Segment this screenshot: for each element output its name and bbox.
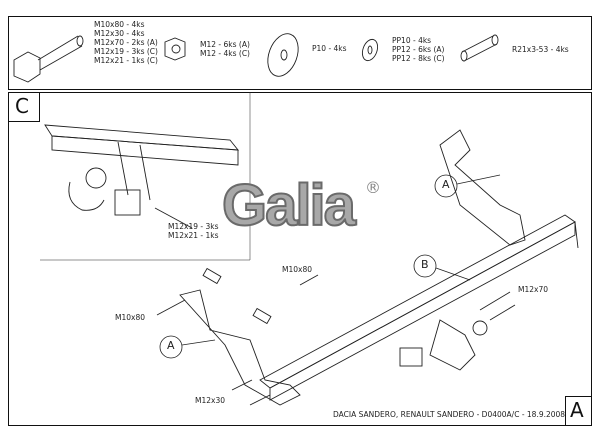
registered-mark: ® [365,178,381,197]
bubble-a-left: A [167,339,175,352]
callout-text: M12x21 - 1ks [168,231,219,240]
hitch-crossbar [259,214,579,401]
sheet-label: A [570,398,584,422]
callout-text: M12x19 - 3ks [168,222,219,231]
bolt-item: M12x21 - 1ks (C) [94,56,158,65]
title-block-text: DACIA SANDERO, RENAULT SANDERO - D0400A/… [333,410,566,419]
washer-icon [361,38,379,62]
parts-list-box [8,16,592,90]
callout-m12x30: M12x30 [195,396,225,405]
tube-icon [460,34,499,62]
large-washer-text: P10 - 4ks [312,44,347,53]
sheet-label-box [565,396,592,426]
nut-list: M12 - 6ks (A)M12 - 4ks (C) [200,40,250,58]
bubble-b: B [421,258,429,271]
callout-bubbles [159,174,501,359]
bolt-item: M12x19 - 3ks (C) [94,47,158,56]
detail-c-label: C [15,94,29,118]
bubble-a-top: A [442,178,450,191]
callout-m12x70: M12x70 [518,285,548,294]
nut-item: M12 - 6ks (A) [200,40,250,49]
callout-m10x80-left: M10x80 [115,313,145,322]
assembly-box [8,92,592,426]
washer-item: PP12 - 6ks (A) [392,45,445,54]
detail-c-label-box [8,92,40,122]
bolt-icon [13,35,84,83]
nut-icon [164,37,186,61]
spacer-tubes [156,267,516,406]
nut-item: M12 - 4ks (C) [200,49,250,58]
callout-m10x80-top: M10x80 [282,265,312,274]
detail-c-drawing [40,92,251,261]
towball [399,319,488,371]
bracket-left [179,289,301,406]
washer-item: PP12 - 8ks (C) [392,54,445,63]
galia-logo: Galia [221,172,357,239]
tube-text: R21x3-53 - 4ks [512,45,569,54]
large-washer-icon [267,33,299,77]
bracket-right [439,129,526,246]
washer-item: PP10 - 4ks [392,36,432,45]
bolt-item: M12x70 - 2ks (A) [94,38,158,47]
bolt-item: M10x80 - 4ks [94,20,145,29]
bolt-item: M12x30 - 4ks [94,29,145,38]
